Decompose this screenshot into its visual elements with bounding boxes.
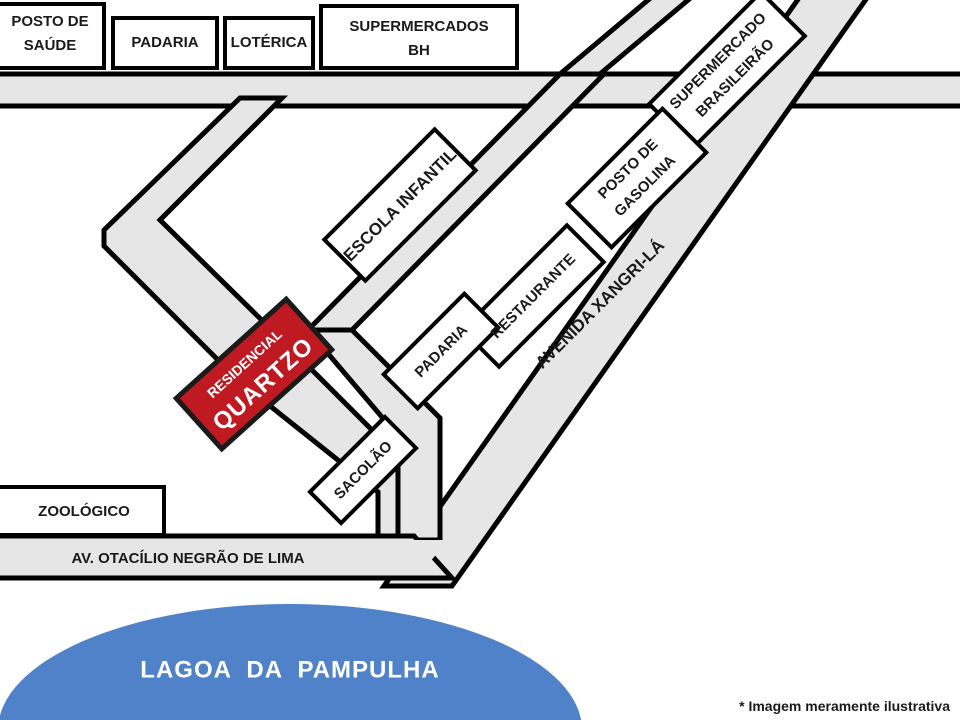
label-zoologico: ZOOLÓGICO (38, 502, 130, 520)
building-residencial-quartzo (172, 295, 336, 453)
building-restaurante (459, 222, 607, 370)
label-posto-de-saude-line2: SAÚDE (24, 36, 77, 54)
label-lagoa-da-pampulha: LAGOA DA PAMPULHA (140, 656, 439, 683)
label-supermercados-bh-line2: BH (408, 42, 430, 59)
road-junction-patch (392, 540, 448, 574)
label-supermercados-bh-line1: SUPERMERCADOS (349, 18, 488, 35)
building-posto-de-saude (0, 2, 106, 70)
building-posto-de-gasolina (564, 105, 710, 251)
building-zoologico (0, 485, 166, 537)
building-padaria-norte (111, 16, 219, 70)
road-avenida-xangri-la (379, 0, 869, 589)
label-av-otacilio-negrao-de-lima: AV. OTACÍLIO NEGRÃO DE LIMA (71, 549, 304, 567)
label-loterica: LOTÉRICA (231, 34, 308, 51)
building-supermercados-bh (319, 4, 519, 70)
lagoa-da-pampulha-shape (0, 604, 582, 720)
footnote-illustrative-image: * Imagem meramente ilustrativa (739, 698, 950, 714)
building-padaria-leste (380, 290, 502, 412)
road-av-otacilio (0, 533, 458, 581)
label-padaria-norte: PADARIA (131, 34, 198, 51)
building-sacolao (307, 414, 419, 526)
building-escola-infantil (321, 126, 479, 284)
label-posto-de-saude-line1: POSTO DE (11, 13, 88, 30)
building-loterica (223, 16, 315, 70)
